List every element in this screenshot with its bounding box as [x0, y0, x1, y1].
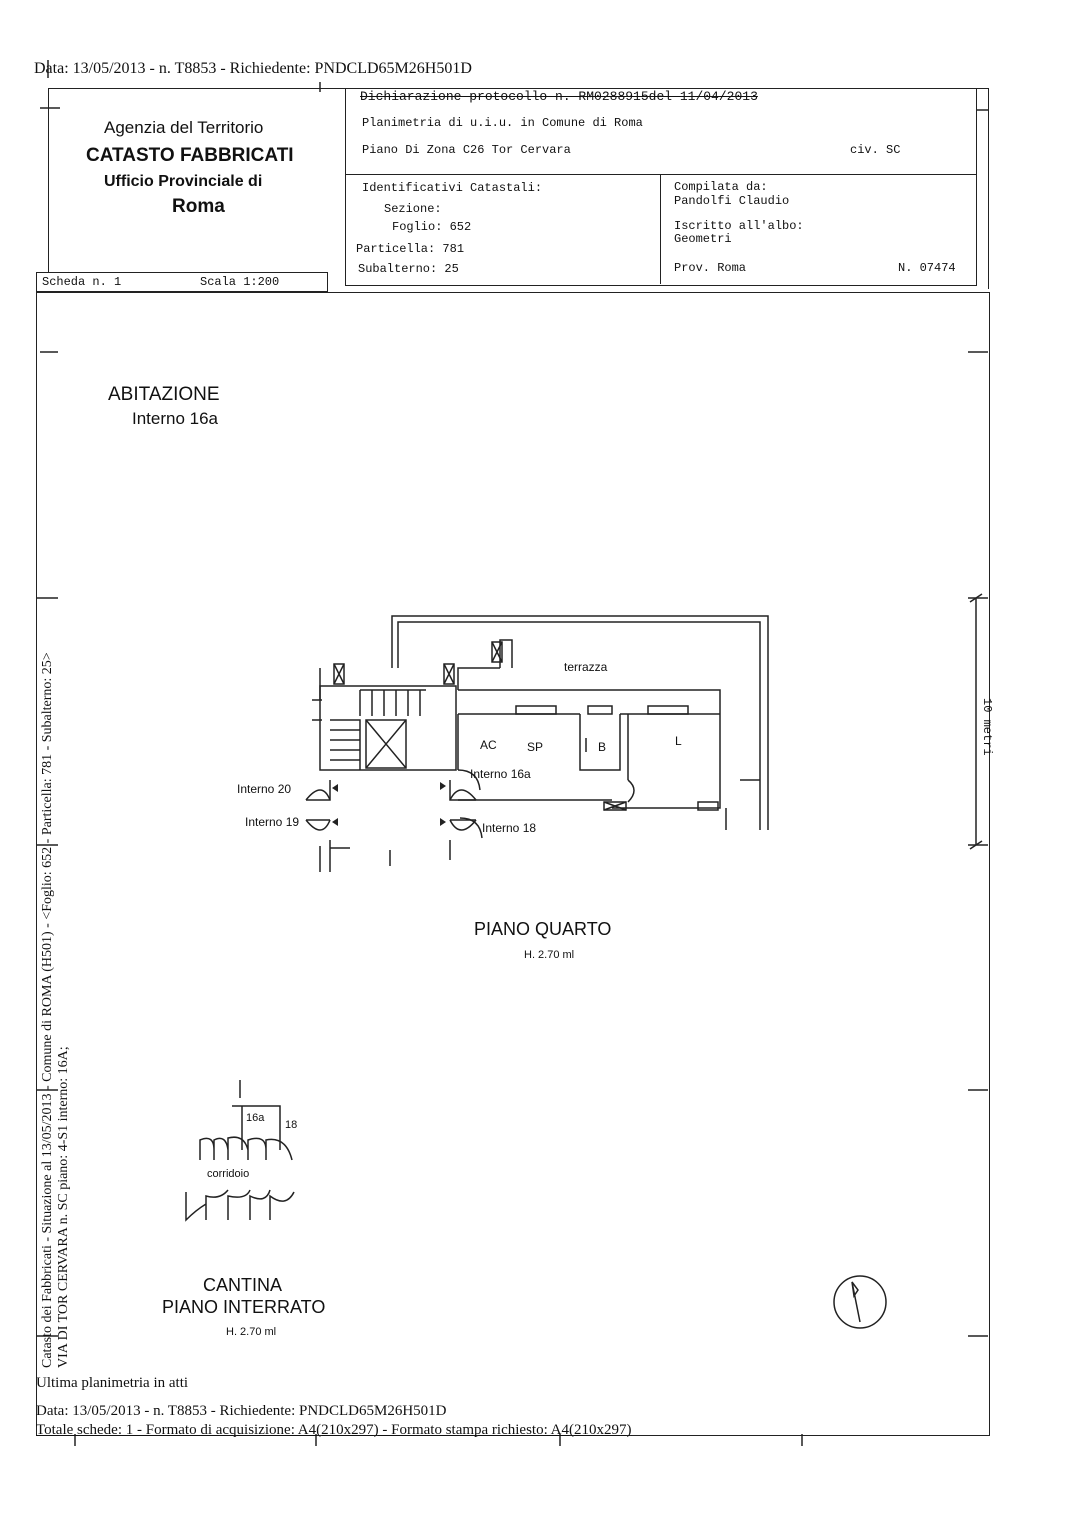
- header-box: [345, 88, 977, 286]
- room-sp: SP: [527, 740, 544, 754]
- footer-data: Data: 13/05/2013 - n. T8853 - Richiedent…: [36, 1403, 447, 1419]
- room-l: L: [675, 734, 682, 748]
- agency-ufficio: Ufficio Provinciale di: [104, 173, 263, 190]
- cantina-18: 18: [285, 1119, 298, 1131]
- scheda-number: Scheda n. 1: [42, 275, 122, 289]
- indirizzo: Piano Di Zona C26 Tor Cervara: [362, 143, 571, 157]
- side-stamp-situazione: Catasto dei Fabbricati - Situazione al 1…: [40, 652, 55, 1368]
- room-ac: AC: [480, 738, 497, 752]
- drawing-frame: [36, 292, 990, 1436]
- label-interno-18: Interno 18: [482, 821, 537, 835]
- albo: Geometri: [674, 232, 732, 246]
- label-interno-20: Interno 20: [237, 782, 292, 796]
- cantina-title: CANTINA: [203, 1275, 283, 1295]
- foglio: Foglio: 652: [392, 220, 472, 234]
- compilatore: Pandolfi Claudio: [674, 194, 790, 208]
- scala: Scala 1:200: [200, 275, 280, 289]
- provincia: Prov. Roma: [674, 261, 747, 275]
- label-interno-19: Interno 19: [245, 815, 300, 829]
- plan-interno: Interno 16a: [132, 409, 219, 428]
- print-stamp-top: Data: 13/05/2013 - n. T8853 - Richiedent…: [34, 60, 472, 77]
- scheda-box: [36, 272, 328, 292]
- scale-bar-label: 10 metri: [980, 698, 994, 756]
- floor-title: PIANO QUARTO: [474, 919, 612, 939]
- plan-title: ABITAZIONE: [108, 384, 220, 405]
- planimetria-comune: Planimetria di u.i.u. in Comune di Roma: [362, 116, 643, 130]
- footer-totale-schede: Totale schede: 1 - Formato di acquisizio…: [36, 1422, 632, 1438]
- cantina-height: H. 2.70 ml: [226, 1326, 277, 1338]
- subalterno: Subalterno: 25: [358, 262, 459, 276]
- particella: Particella: 781: [356, 242, 465, 256]
- iscritto-albo: Iscritto all'albo:: [674, 219, 804, 233]
- dichiarazione-protocollo: Dichiarazione protocollo n. RM0288915del…: [360, 89, 758, 104]
- agency-city: Roma: [172, 196, 225, 217]
- room-terrazza: terrazza: [564, 660, 608, 674]
- identificativi-title: Identificativi Catastali:: [362, 181, 543, 195]
- header-divider: [345, 174, 977, 175]
- floor-height: H. 2.70 ml: [524, 949, 575, 961]
- label-interno-16a: Interno 16a: [470, 767, 531, 781]
- numero-albo: N. 07474: [898, 261, 956, 275]
- cantina-floor: PIANO INTERRATO: [162, 1297, 326, 1317]
- sezione: Sezione:: [384, 202, 442, 216]
- agency-name: Agenzia del Territorio: [104, 118, 264, 137]
- label-corridoio: corridoio: [207, 1168, 250, 1180]
- cantina-16a: 16a: [246, 1112, 265, 1124]
- civico: civ. SC: [850, 143, 901, 157]
- room-b: B: [598, 740, 607, 754]
- compilata-da: Compilata da:: [674, 180, 768, 194]
- header-split: [660, 174, 661, 284]
- footer-ultima-planimetria: Ultima planimetria in atti: [36, 1375, 189, 1391]
- agency-catasto: CATASTO FABBRICATI: [86, 145, 294, 166]
- header-left-border: [48, 88, 49, 272]
- side-stamp-indirizzo: VIA DI TOR CERVARA n. SC piano: 4-S1 int…: [56, 1046, 71, 1368]
